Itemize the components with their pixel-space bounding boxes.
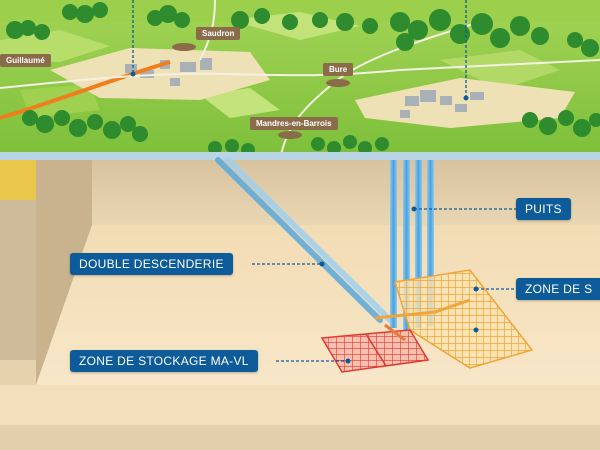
callout-zone-mavl: ZONE DE STOCKAGE MA-VL [70, 350, 258, 372]
callout-double-descenderie: DOUBLE DESCENDERIE [70, 253, 233, 275]
shaft-1 [390, 160, 397, 328]
town-label-mandres: Mandres-en-Barrois [250, 117, 338, 130]
town-label-bure: Bure [323, 63, 353, 76]
callout-puits: PUITS [516, 198, 571, 220]
callout-zone-hav: ZONE DE S [516, 278, 600, 300]
town-label-saudron: Saudron [196, 27, 240, 40]
town-label-guillaume: Guillaumé [0, 54, 51, 67]
underground-section [0, 152, 600, 450]
surface-landscape [0, 0, 600, 160]
